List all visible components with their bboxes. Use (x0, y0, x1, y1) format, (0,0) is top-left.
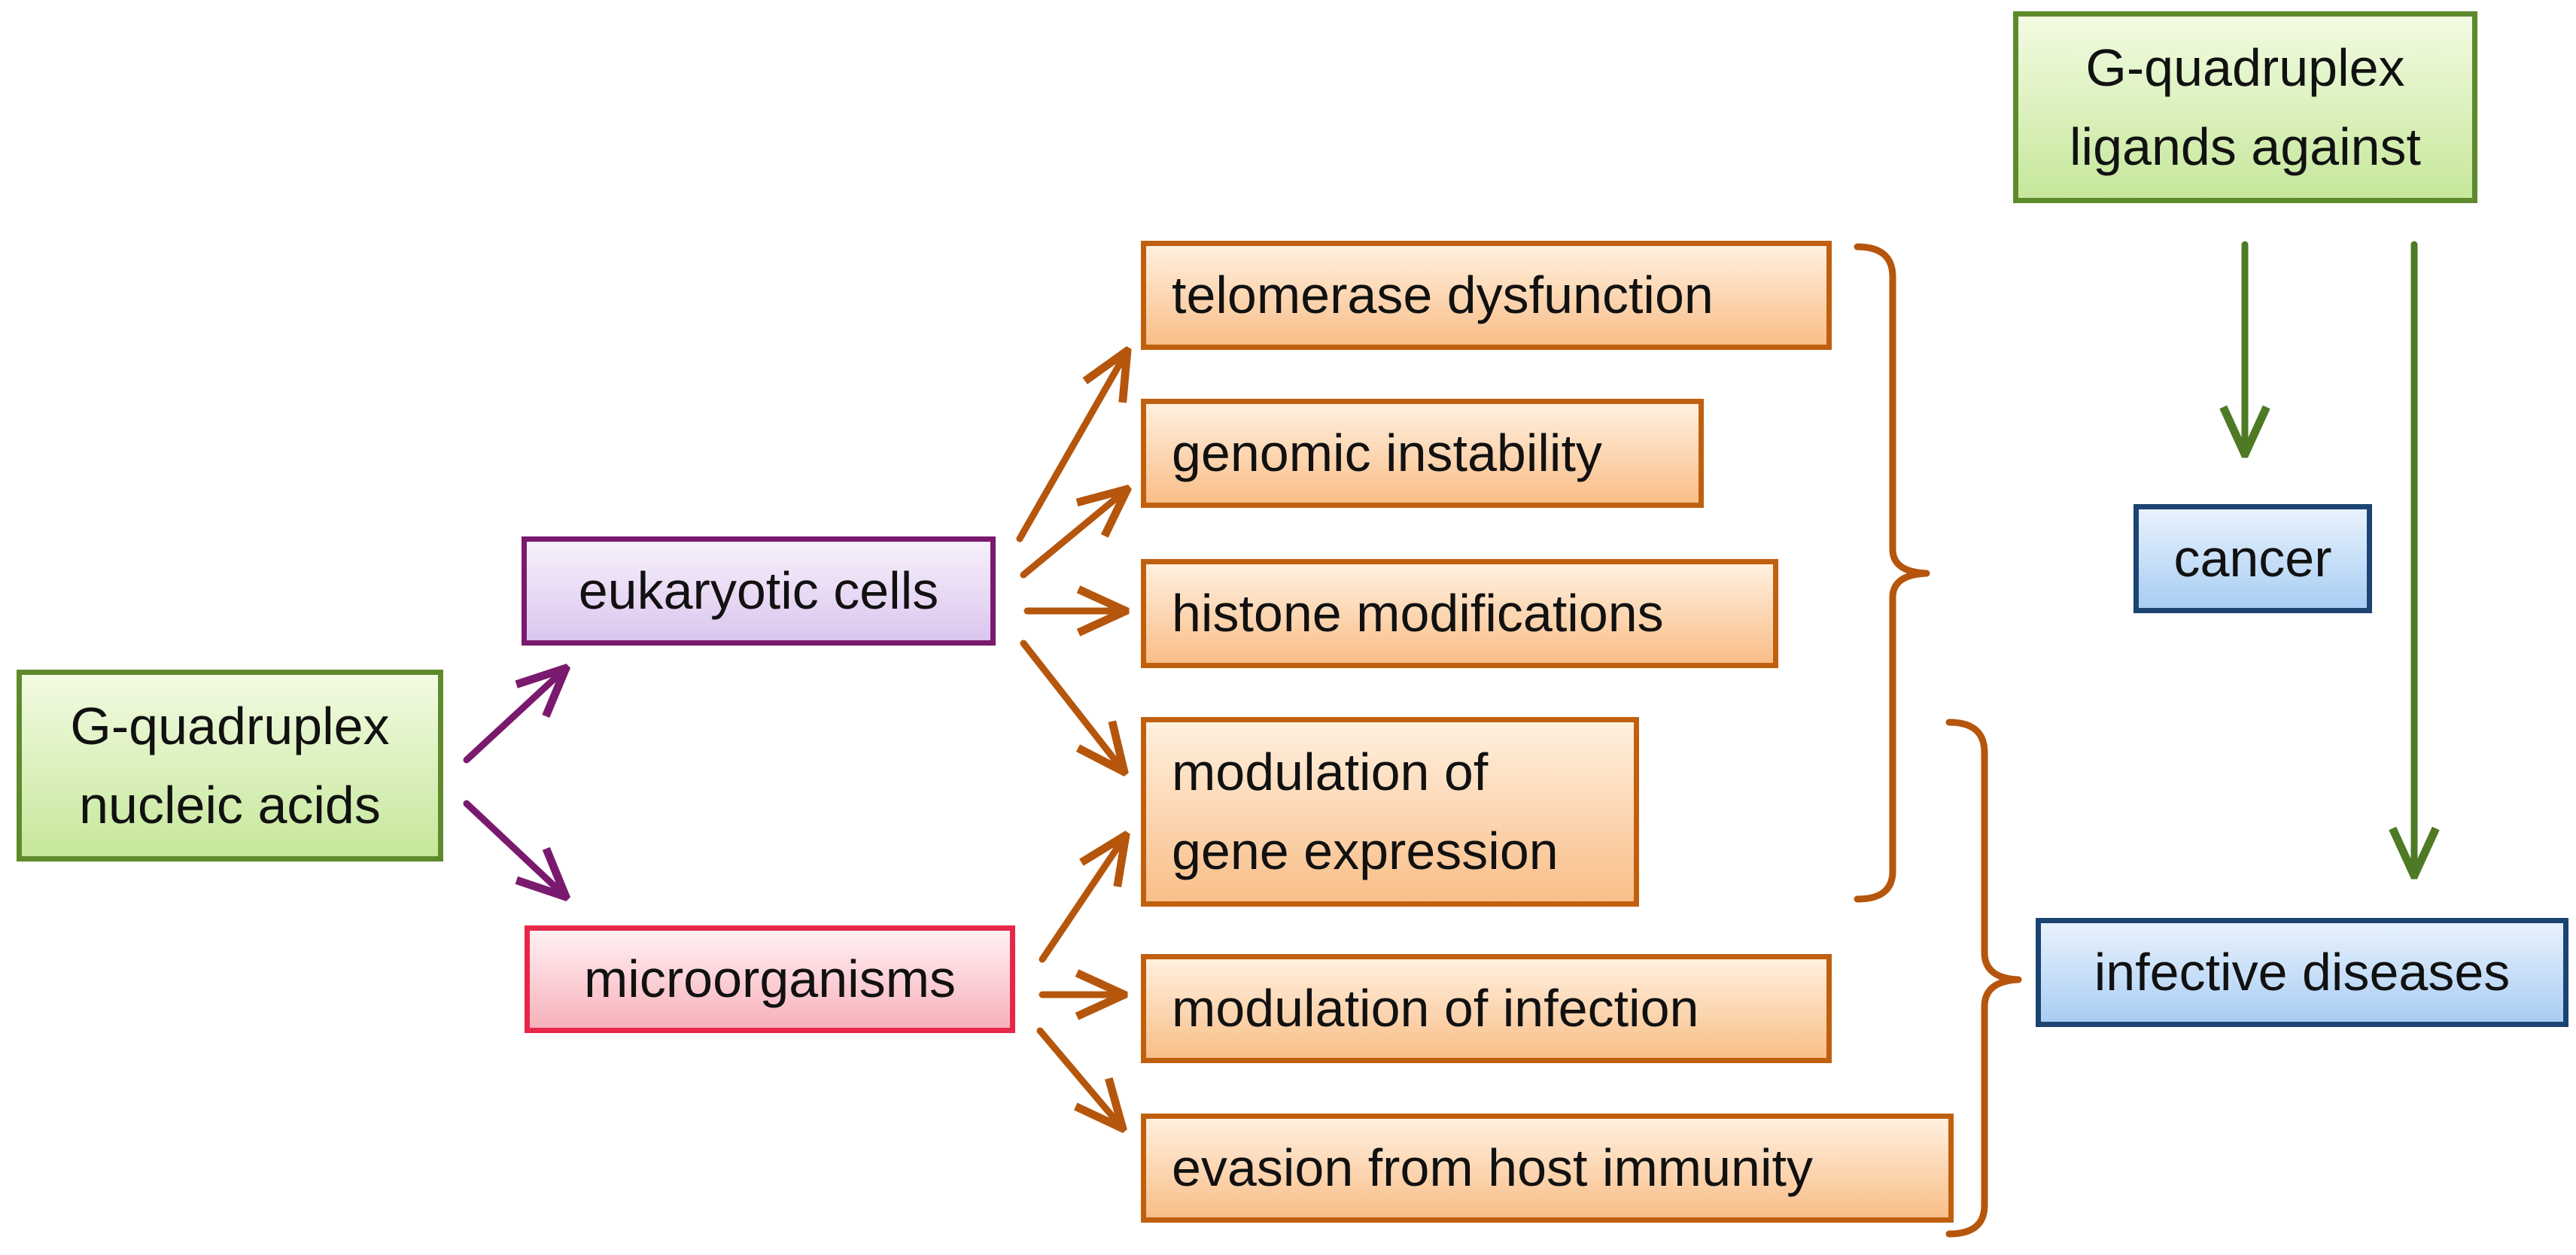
node-cancer-label: cancer (2173, 529, 2332, 588)
edge-eukaryotic-to-gene-expression (1020, 640, 1124, 772)
edge-microorganisms-to-gene-expression (1039, 835, 1126, 963)
bracket-microbial-effects (1945, 719, 2022, 1238)
node-infective-diseases: infective diseases (2036, 918, 2568, 1027)
node-microorganisms: microorganisms (525, 925, 1015, 1033)
node-eukaryotic-cells: eukaryotic cells (522, 536, 996, 646)
node-genomic-instability: genomic instability (1141, 399, 1704, 508)
bracket-eukaryotic-effects (1854, 243, 1930, 903)
node-source-line1: G-quadruplex (70, 696, 390, 755)
node-g-quadruplex-nucleic-acids: G-quadruplex nucleic acids (17, 670, 443, 861)
node-evasion-from-host-immunity: evasion from host immunity (1141, 1114, 1954, 1223)
node-histone-modifications: histone modifications (1141, 559, 1778, 668)
node-gene-expression-line2: gene expression (1172, 822, 1559, 880)
node-ligands-line1: G-quadruplex (2085, 38, 2405, 97)
node-modulation-of-gene-expression: modulation of gene expression (1141, 717, 1639, 907)
node-histone-label: histone modifications (1172, 584, 1664, 643)
node-genomic-label: genomic instability (1172, 424, 1602, 482)
edge-source-to-eukaryotic (463, 668, 566, 764)
node-source-line2: nucleic acids (79, 775, 381, 834)
node-eukaryotic-label: eukaryotic cells (578, 561, 939, 620)
node-modulation-of-infection: modulation of infection (1141, 954, 1832, 1063)
node-g-quadruplex-ligands-against: G-quadruplex ligands against (2013, 11, 2477, 203)
node-telomerase-label: telomerase dysfunction (1172, 266, 1714, 324)
node-telomerase-dysfunction: telomerase dysfunction (1141, 241, 1832, 350)
node-ligands-line2: ligands against (2070, 117, 2421, 176)
edge-eukaryotic-to-telomerase (1016, 351, 1127, 542)
node-microorganisms-label: microorganisms (584, 950, 956, 1008)
edge-source-to-microorganisms (463, 800, 566, 897)
node-infection-label: modulation of infection (1172, 979, 1699, 1038)
node-infective-label: infective diseases (2094, 943, 2511, 1001)
edge-microorganisms-to-evasion (1036, 1027, 1123, 1129)
node-evasion-label: evasion from host immunity (1172, 1138, 1813, 1197)
node-cancer: cancer (2133, 504, 2372, 613)
edge-eukaryotic-to-genomic (1020, 489, 1127, 579)
node-gene-expression-line1: modulation of (1172, 743, 1489, 801)
